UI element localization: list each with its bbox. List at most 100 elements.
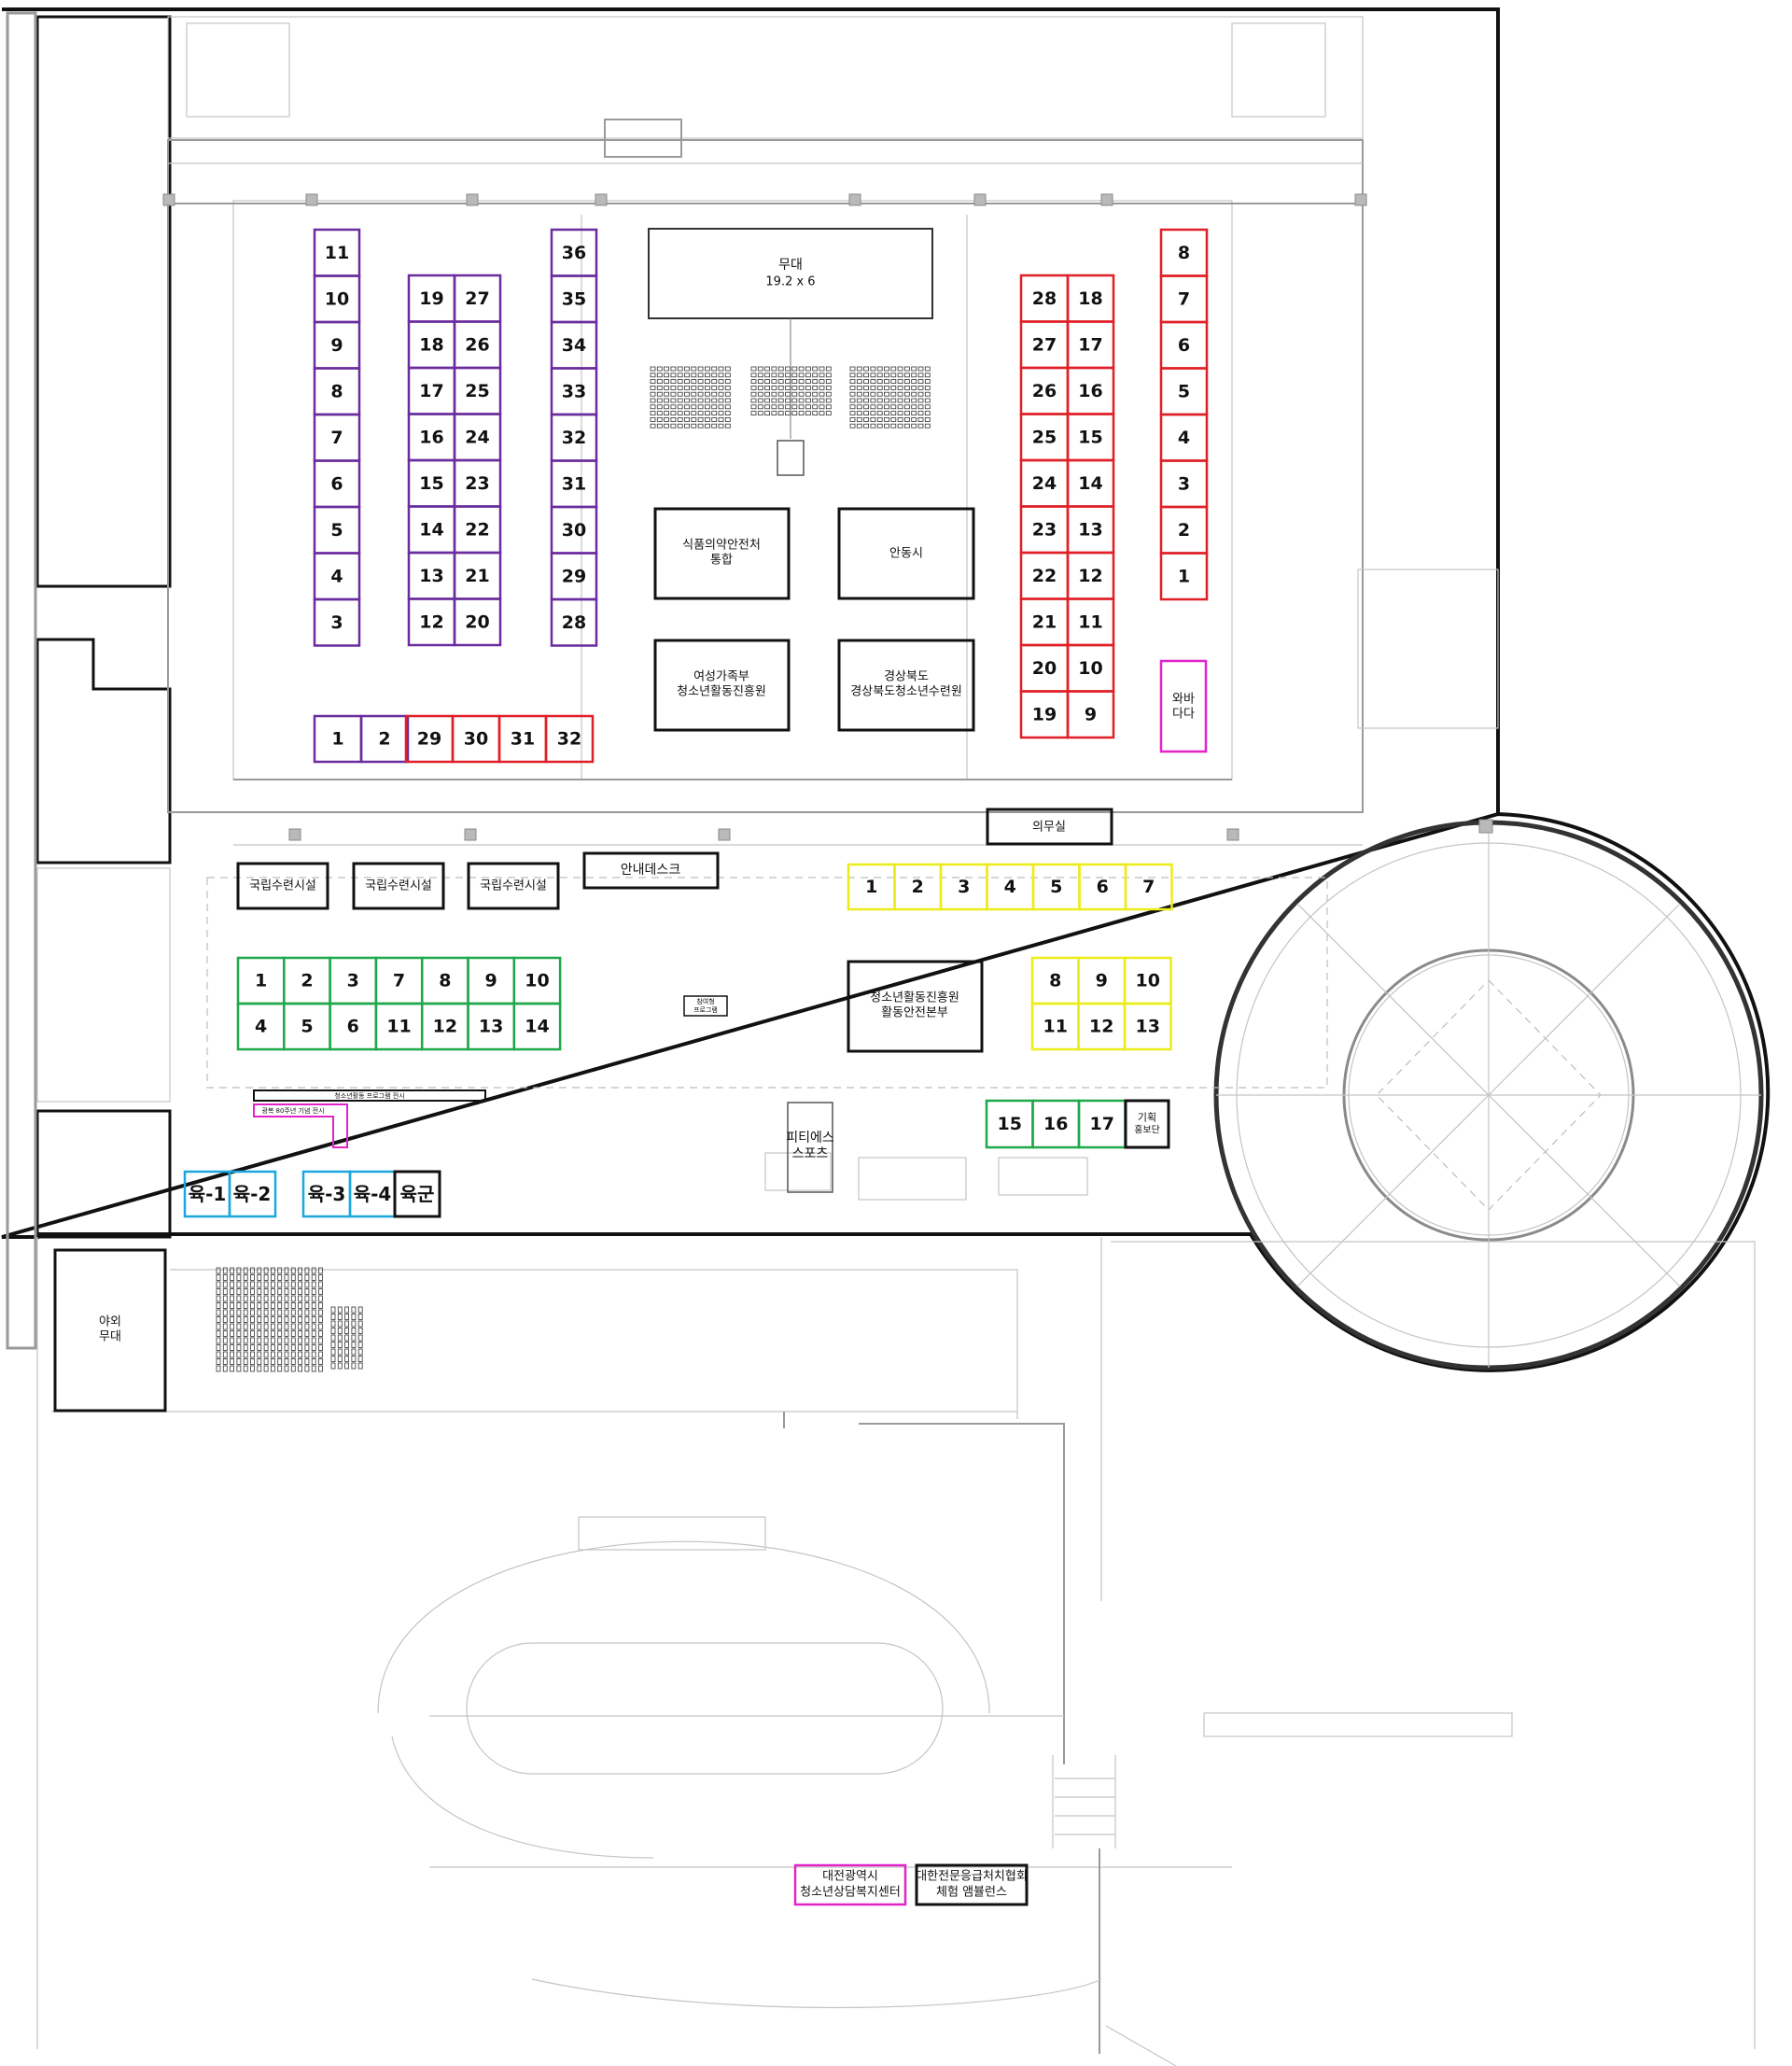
booth-red-bottom-30[interactable]: 30: [451, 714, 501, 764]
booth-red-21[interactable]: 21: [1019, 597, 1070, 647]
booth-gender-ministry[interactable]: 여성가족부 청소년활동진흥원: [653, 639, 791, 732]
booth-yellow-8[interactable]: 8: [1030, 956, 1080, 1005]
booth-purple-30[interactable]: 30: [550, 505, 598, 555]
booth-purple-3[interactable]: 3: [313, 597, 361, 647]
booth-red-bottom-32[interactable]: 32: [544, 714, 595, 764]
booth-purple-17[interactable]: 17: [407, 366, 456, 415]
booth-red-27[interactable]: 27: [1019, 320, 1070, 370]
booth-red-right-6[interactable]: 6: [1159, 320, 1209, 370]
booth-purple-25[interactable]: 25: [453, 366, 502, 415]
booth-activity-safety[interactable]: 청소년활동진흥원 활동안전본부: [847, 960, 984, 1053]
booth-purple-10[interactable]: 10: [313, 274, 361, 324]
booth-red-24[interactable]: 24: [1019, 458, 1070, 508]
booth-national-3[interactable]: 국립수련시설: [467, 862, 560, 910]
booth-red-right-8[interactable]: 8: [1159, 228, 1209, 277]
booth-red-bottom-29[interactable]: 29: [404, 714, 455, 764]
booth-green-10[interactable]: 10: [512, 956, 562, 1005]
program-exhibit-bar[interactable]: 청소년활동 프로그램 전시: [253, 1089, 486, 1102]
booth-red-right-4[interactable]: 4: [1159, 413, 1209, 462]
booth-purple-6[interactable]: 6: [313, 459, 361, 509]
booth-purple-23[interactable]: 23: [453, 458, 502, 508]
booth-national-1[interactable]: 국립수련시설: [236, 862, 329, 910]
booth-yellow-12[interactable]: 12: [1077, 1002, 1127, 1051]
booth-red-22[interactable]: 22: [1019, 551, 1070, 600]
booth-purple-5[interactable]: 5: [313, 505, 361, 555]
booth-red-12[interactable]: 12: [1066, 551, 1115, 600]
booth-red-right-1[interactable]: 1: [1159, 552, 1209, 601]
booth-yellow-2[interactable]: 2: [893, 863, 943, 911]
booth-yellow-11[interactable]: 11: [1030, 1002, 1080, 1051]
booth-purple-26[interactable]: 26: [453, 320, 502, 370]
booth-purple-36[interactable]: 36: [550, 228, 598, 277]
booth-purple-31[interactable]: 31: [550, 459, 598, 509]
booth-red-right-5[interactable]: 5: [1159, 367, 1209, 416]
booth-army[interactable]: [393, 1170, 441, 1218]
booth-red-28[interactable]: 28: [1019, 274, 1070, 323]
booth-green-13[interactable]: 13: [467, 1002, 516, 1051]
booth-red-15[interactable]: 15: [1066, 413, 1115, 462]
booth-red-17[interactable]: 17: [1066, 320, 1115, 370]
booth-purple-33[interactable]: 33: [550, 367, 598, 416]
booth-green-4[interactable]: 4: [236, 1002, 286, 1051]
outdoor-stage[interactable]: 야외 무대: [53, 1248, 167, 1412]
booth-green-17[interactable]: 17: [1077, 1099, 1127, 1149]
booth-yellow-4[interactable]: 4: [986, 863, 1035, 911]
booth-fitness[interactable]: 피티에스 스포츠: [786, 1102, 834, 1193]
booth-green-5[interactable]: 5: [283, 1002, 331, 1051]
booth-red-bottom-31[interactable]: 31: [497, 714, 548, 764]
booth-purple-18[interactable]: 18: [407, 320, 456, 370]
booth-purple-4[interactable]: 4: [313, 552, 361, 601]
booth-red-23[interactable]: 23: [1019, 505, 1070, 555]
booth-purple-35[interactable]: 35: [550, 274, 598, 324]
booth-green-7[interactable]: 7: [374, 956, 424, 1005]
booth-purple-24[interactable]: 24: [453, 413, 502, 462]
booth-purple-32[interactable]: 32: [550, 413, 598, 462]
booth-green-2[interactable]: 2: [283, 956, 331, 1005]
booth-red-16[interactable]: 16: [1066, 366, 1115, 415]
booth-daejeon-counseling[interactable]: 대전광역시 청소년상담복지센터: [793, 1863, 907, 1906]
booth-yellow-13[interactable]: 13: [1123, 1002, 1172, 1051]
booth-green-16[interactable]: 16: [1031, 1099, 1081, 1149]
booth-red-right-3[interactable]: 3: [1159, 459, 1209, 509]
booth-army-2[interactable]: [228, 1170, 277, 1218]
booth-purple-12[interactable]: 12: [407, 597, 456, 647]
participation-program-box[interactable]: 참여형 프로그램: [683, 995, 728, 1017]
infirmary[interactable]: 의무실: [986, 808, 1113, 846]
booth-purple-28[interactable]: 28: [550, 597, 598, 647]
booth-purple-21[interactable]: 21: [453, 551, 502, 600]
booth-red-10[interactable]: 10: [1066, 643, 1115, 693]
booth-yellow-1[interactable]: 1: [847, 863, 896, 911]
booth-wabadada[interactable]: 와바 다다: [1159, 659, 1208, 753]
booth-yellow-6[interactable]: 6: [1078, 863, 1127, 911]
booth-purple-11[interactable]: 11: [313, 228, 361, 277]
booth-purple-27[interactable]: 27: [453, 274, 502, 323]
booth-yellow-3[interactable]: 3: [939, 863, 988, 911]
booth-yellow-5[interactable]: 5: [1031, 863, 1081, 911]
booth-purple-8[interactable]: 8: [313, 367, 361, 416]
booth-purple-34[interactable]: 34: [550, 320, 598, 370]
booth-red-19[interactable]: 19: [1019, 690, 1070, 739]
booth-green-1[interactable]: 1: [236, 956, 286, 1005]
booth-planning-promo[interactable]: 기획 홍보단: [1124, 1099, 1170, 1149]
booth-red-25[interactable]: 25: [1019, 413, 1070, 462]
booth-green-12[interactable]: 12: [420, 1002, 469, 1051]
booth-gyeongbuk[interactable]: 경상북도 경상북도청소년수련원: [837, 639, 975, 732]
booth-red-20[interactable]: 20: [1019, 643, 1070, 693]
booth-ambulance[interactable]: 대한전문응급처치협회 체험 앰뷸런스: [915, 1863, 1029, 1906]
booth-red-11[interactable]: 11: [1066, 597, 1115, 647]
booth-andong[interactable]: 안동시: [837, 507, 975, 600]
booth-yellow-7[interactable]: 7: [1124, 863, 1173, 911]
booth-purple-29[interactable]: 29: [550, 552, 598, 601]
booth-red-right-2[interactable]: 2: [1159, 505, 1209, 555]
booth-purple-22[interactable]: 22: [453, 505, 502, 555]
booth-purple-19[interactable]: 19: [407, 274, 456, 323]
booth-purple-7[interactable]: 7: [313, 413, 361, 462]
booth-green-3[interactable]: 3: [329, 956, 378, 1005]
booth-yellow-10[interactable]: 10: [1123, 956, 1172, 1005]
booth-purple-9[interactable]: 9: [313, 320, 361, 370]
info-desk[interactable]: 안내데스크: [582, 851, 720, 890]
booth-red-18[interactable]: 18: [1066, 274, 1115, 323]
booth-yellow-9[interactable]: 9: [1077, 956, 1127, 1005]
booth-purple-bottom-1[interactable]: 1: [313, 714, 363, 764]
booth-green-8[interactable]: 8: [420, 956, 469, 1005]
